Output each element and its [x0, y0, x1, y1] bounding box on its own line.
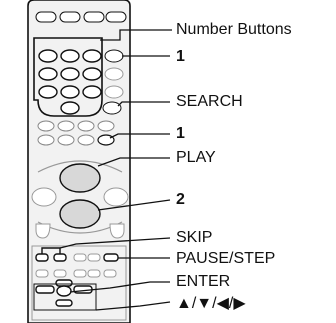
enter-button: [56, 285, 72, 297]
label-step-1-top: 1: [176, 48, 185, 65]
top-row-buttons: [35, 11, 127, 23]
label-skip: SKIP: [176, 229, 213, 246]
label-step-2: 2: [176, 191, 185, 208]
lower-panel: [31, 245, 127, 321]
upper-arc: [37, 160, 123, 173]
label-cursor-buttons: ▲/▼/◀/▶: [176, 295, 246, 312]
step2-button: [59, 199, 101, 229]
play-button: [59, 163, 101, 193]
label-pause-step: PAUSE/STEP: [176, 250, 276, 267]
number-buttons: [38, 49, 102, 115]
pause-step-button: [103, 253, 119, 262]
label-number-buttons: Number Buttons: [176, 21, 292, 38]
label-search: SEARCH: [176, 93, 243, 110]
number-buttons-outline: [33, 37, 103, 117]
button-1-top: [104, 49, 124, 63]
label-enter: ENTER: [176, 273, 231, 290]
search-button: [102, 101, 122, 115]
label-play: PLAY: [176, 149, 216, 166]
label-step-1-mid: 1: [176, 125, 185, 142]
